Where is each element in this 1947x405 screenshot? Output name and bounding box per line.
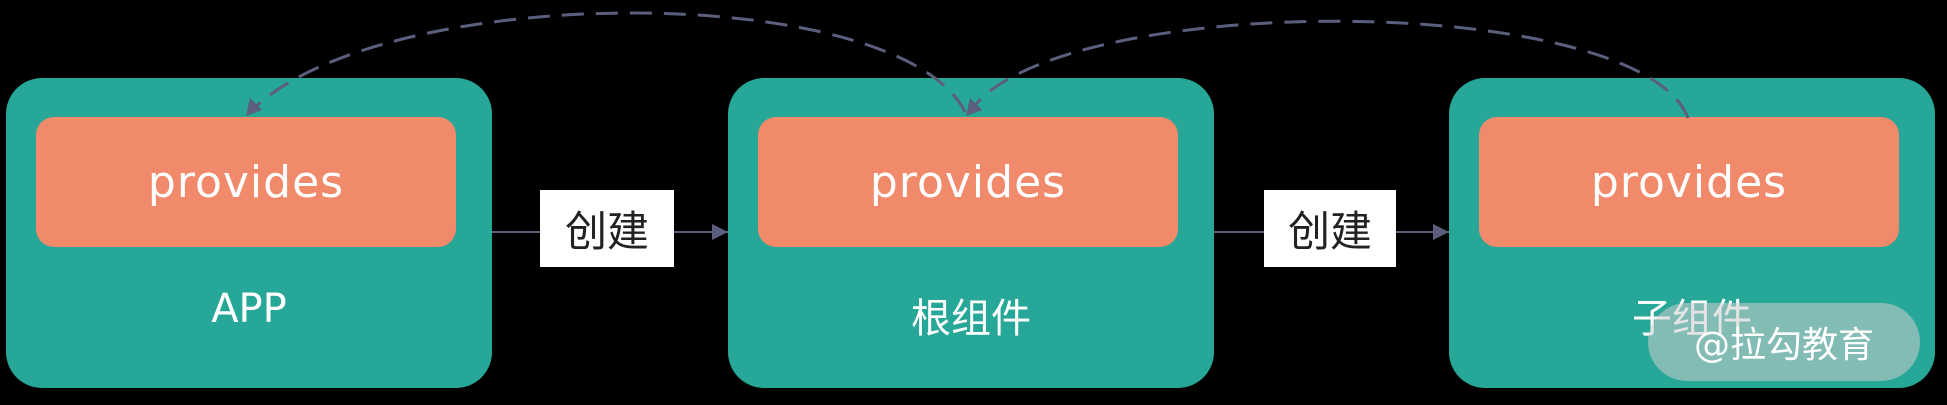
node-app: provides APP (6, 78, 492, 388)
provides-box-app: provides (36, 117, 456, 247)
node-label-app: APP (211, 286, 287, 332)
node-label-root: 根组件 (911, 296, 1031, 342)
edge-label-create-2: 创建 (1264, 190, 1396, 267)
node-root-component: provides 根组件 (728, 78, 1214, 388)
provides-box-child: provides (1479, 117, 1899, 247)
provides-box-root: provides (758, 117, 1178, 247)
watermark-badge: @拉勾教育 (1648, 303, 1920, 381)
edge-label-create-1: 创建 (540, 190, 674, 267)
